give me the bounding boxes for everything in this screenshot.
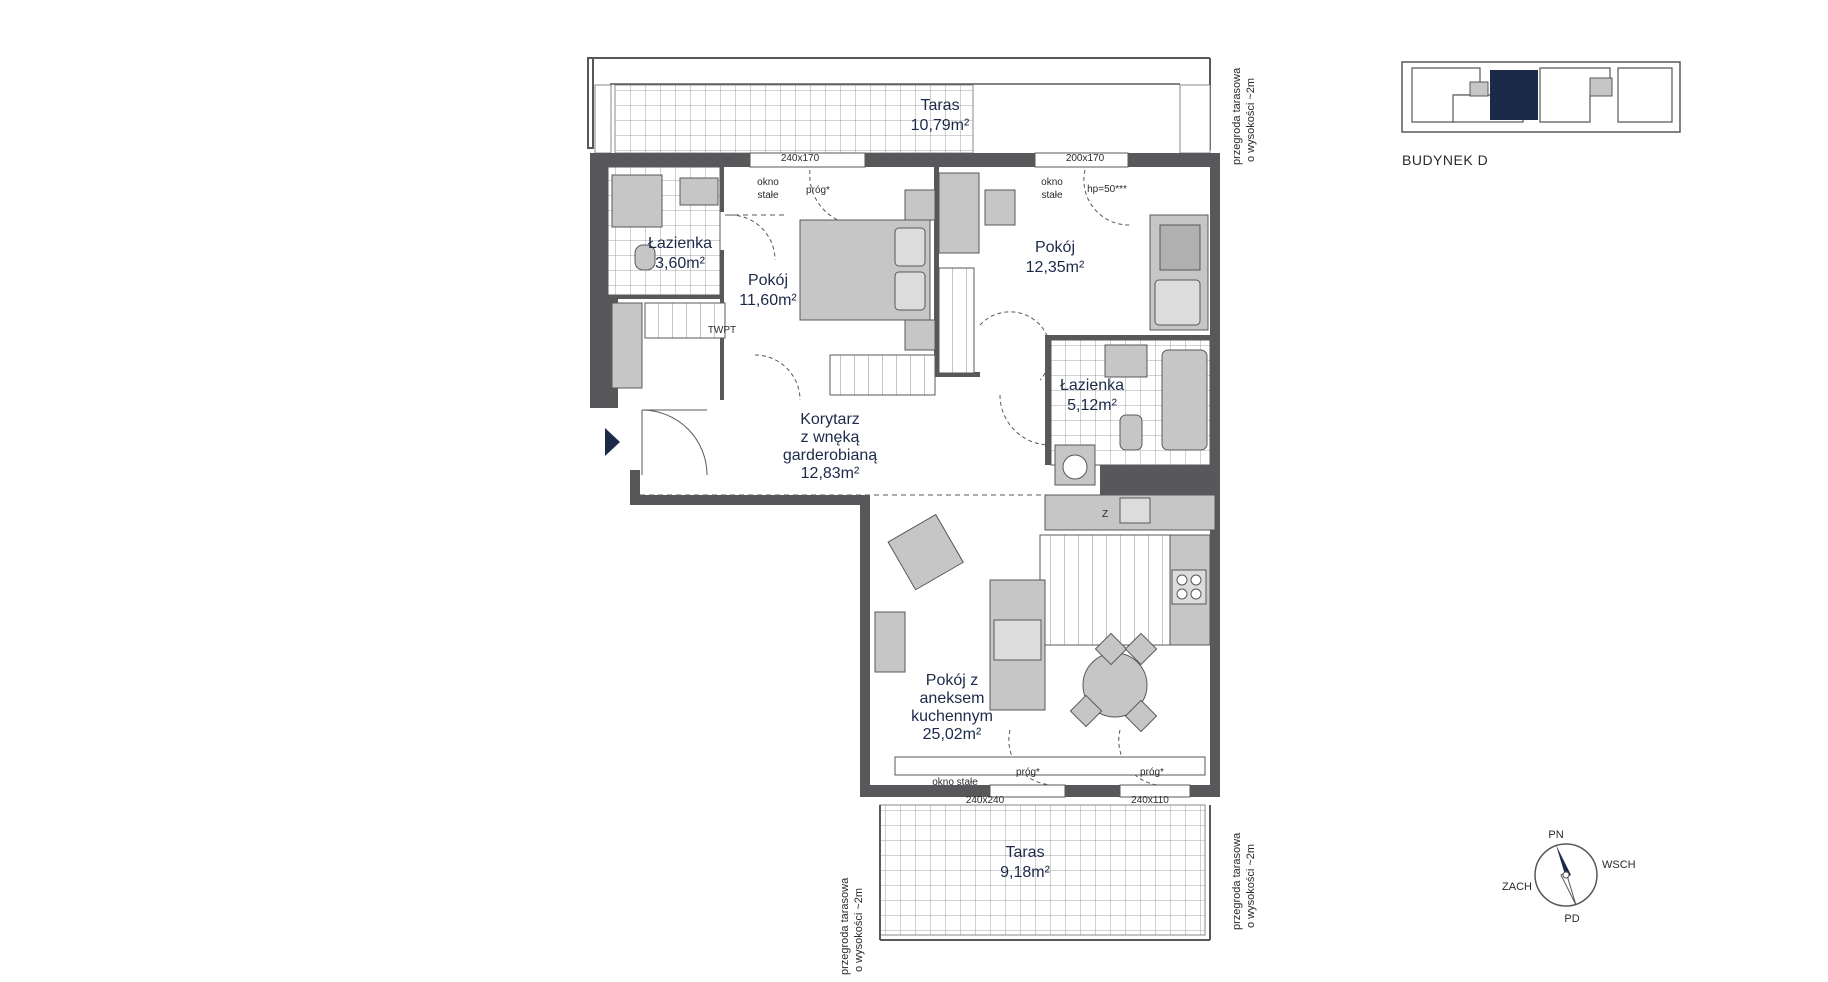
compass-east: WSCH	[1602, 859, 1636, 871]
room-2-name: Pokój	[1035, 239, 1075, 256]
compass-west: ZACH	[1502, 881, 1532, 893]
bedroom-2-furniture	[938, 172, 1209, 374]
building-label: BUDYNEK D	[1402, 152, 1488, 168]
fixed-window-label-2a: okno	[1041, 177, 1063, 188]
bedroom-1-furniture	[799, 189, 936, 396]
partition-bottom-right-1: przegroda tarasowa	[1231, 832, 1243, 930]
corridor-area: 12,83m²	[801, 465, 860, 482]
windows	[749, 152, 1206, 798]
entrance-door[interactable]	[605, 409, 708, 476]
room-labels: Taras 10,79m² Łazienka 3,60m² Pokój 11,6…	[648, 97, 1124, 881]
partition-notes: przegroda tarasowa o wysokości ~2m przeg…	[839, 67, 1257, 975]
terrace-top	[587, 57, 1211, 154]
washer-label: TWPT	[708, 325, 736, 336]
partition-bottom-right-2: o wysokości ~2m	[1245, 844, 1257, 928]
compass-north-needle-icon	[1556, 845, 1571, 878]
entrance-arrow-icon	[605, 428, 620, 456]
fixed-window-label-1a: okno	[757, 177, 779, 188]
living-line-3: kuchennym	[911, 708, 993, 725]
compass: PN PD WSCH ZACH	[1502, 829, 1636, 925]
terrace-bottom-name: Taras	[1005, 844, 1044, 861]
compass-south: PD	[1564, 913, 1579, 925]
corridor-line-3: garderobianą	[783, 447, 877, 464]
window-size-bottom-left: 240x240	[966, 795, 1005, 806]
living-line-1: Pokój z	[926, 672, 978, 689]
bathroom-2-name: Łazienka	[1060, 377, 1124, 394]
living-kitchen-furniture	[874, 494, 1216, 733]
room-1-area: 11,60m²	[739, 292, 797, 309]
bathroom-1-name: Łazienka	[648, 235, 712, 252]
window-size-top-left: 240x170	[781, 153, 820, 164]
threshold-bottom-1: próg*	[1016, 767, 1040, 778]
living-area: 25,02m²	[923, 726, 982, 743]
bathroom-1-area: 3,60m²	[655, 255, 705, 272]
room-1-name: Pokój	[748, 272, 788, 289]
partition-top-right-1: przegroda tarasowa	[1231, 67, 1243, 165]
corridor-line-1: Korytarz	[800, 411, 860, 428]
fixed-window-label-2b: stałe	[1041, 190, 1063, 201]
corridor-line-2: z wnęką	[801, 429, 860, 446]
building-key-map: BUDYNEK D	[1401, 61, 1681, 168]
compass-north: PN	[1548, 829, 1563, 841]
bathroom-2-fixtures	[1050, 339, 1211, 486]
threshold-top: próg*	[806, 185, 830, 196]
fixed-window-bottom: okno stałe	[932, 777, 978, 788]
threshold-bottom-2: próg*	[1140, 767, 1164, 778]
terrace-bottom-area: 9,18m²	[1000, 864, 1050, 881]
living-line-2: aneksem	[920, 690, 985, 707]
window-size-top-right: 200x170	[1066, 153, 1105, 164]
room-2-area: 12,35m²	[1026, 259, 1085, 276]
annotations: 240x170 200x170 okno stałe próg* okno st…	[708, 153, 1169, 806]
terrace-top-area: 10,79m²	[911, 117, 970, 134]
partition-bottom-left-1: przegroda tarasowa	[839, 877, 851, 975]
window-size-bottom-right: 240x110	[1131, 795, 1169, 806]
partition-top-right-2: o wysokości ~2m	[1245, 78, 1257, 162]
bathroom-2-area: 5,12m²	[1067, 397, 1117, 414]
building-highlight	[1490, 70, 1538, 120]
terrace-top-name: Taras	[920, 97, 959, 114]
partition-bottom-left-2: o wysokości ~2m	[853, 888, 865, 972]
fridge-label: Z	[1102, 509, 1108, 520]
fixed-window-label-1b: stałe	[757, 190, 779, 201]
terrace-bottom	[879, 804, 1211, 941]
hp-note: hp=50***	[1087, 184, 1127, 195]
bathroom-1-fixtures	[607, 166, 726, 389]
